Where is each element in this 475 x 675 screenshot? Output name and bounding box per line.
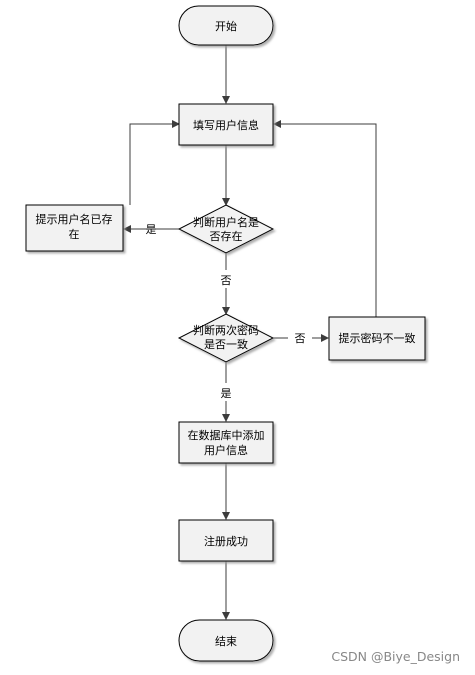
check-user-label-line2: 否存在 xyxy=(210,229,243,243)
edge-label-pwd-no: 否 xyxy=(295,332,306,345)
success-label: 注册成功 xyxy=(204,534,248,548)
edge-label-pwd-yes: 是 xyxy=(221,387,232,400)
pwd-mismatch-label: 提示密码不一致 xyxy=(339,331,416,345)
edge-label-user-exists-no: 否 xyxy=(221,274,232,287)
start-terminal xyxy=(178,5,274,46)
watermark-text: CSDN @Biye_Design xyxy=(331,649,460,664)
fill-info-box xyxy=(178,103,274,146)
add-db-label-line2: 用户信息 xyxy=(204,443,248,457)
add-db-label-line1: 在数据库中添加 xyxy=(188,428,265,442)
check-pwd-label-line1: 判断两次密码 xyxy=(193,323,259,337)
end-terminal xyxy=(178,619,274,662)
edge-pwd-mismatch-back xyxy=(273,120,377,317)
check-pwd-label-line2: 是否一致 xyxy=(204,337,248,351)
end-label: 结束 xyxy=(215,635,237,648)
success-box xyxy=(178,519,274,562)
start-label: 开始 xyxy=(215,19,237,33)
fill-info-label: 填写用户信息 xyxy=(193,118,259,132)
check-pwd-diamond xyxy=(177,313,275,363)
user-exists-label-line1: 提示用户名已存 xyxy=(36,212,113,226)
check-user-diamond xyxy=(177,204,275,254)
user-exists-label-line2: 在 xyxy=(69,228,80,241)
user-exists-box xyxy=(25,204,124,252)
add-db-box xyxy=(178,421,274,464)
pwd-mismatch-box xyxy=(328,316,426,361)
check-user-label-line1: 判断用户名是 xyxy=(193,215,259,229)
edge-label-user-exists-yes: 是 xyxy=(146,223,157,236)
edge-user-exists-back xyxy=(129,120,180,205)
